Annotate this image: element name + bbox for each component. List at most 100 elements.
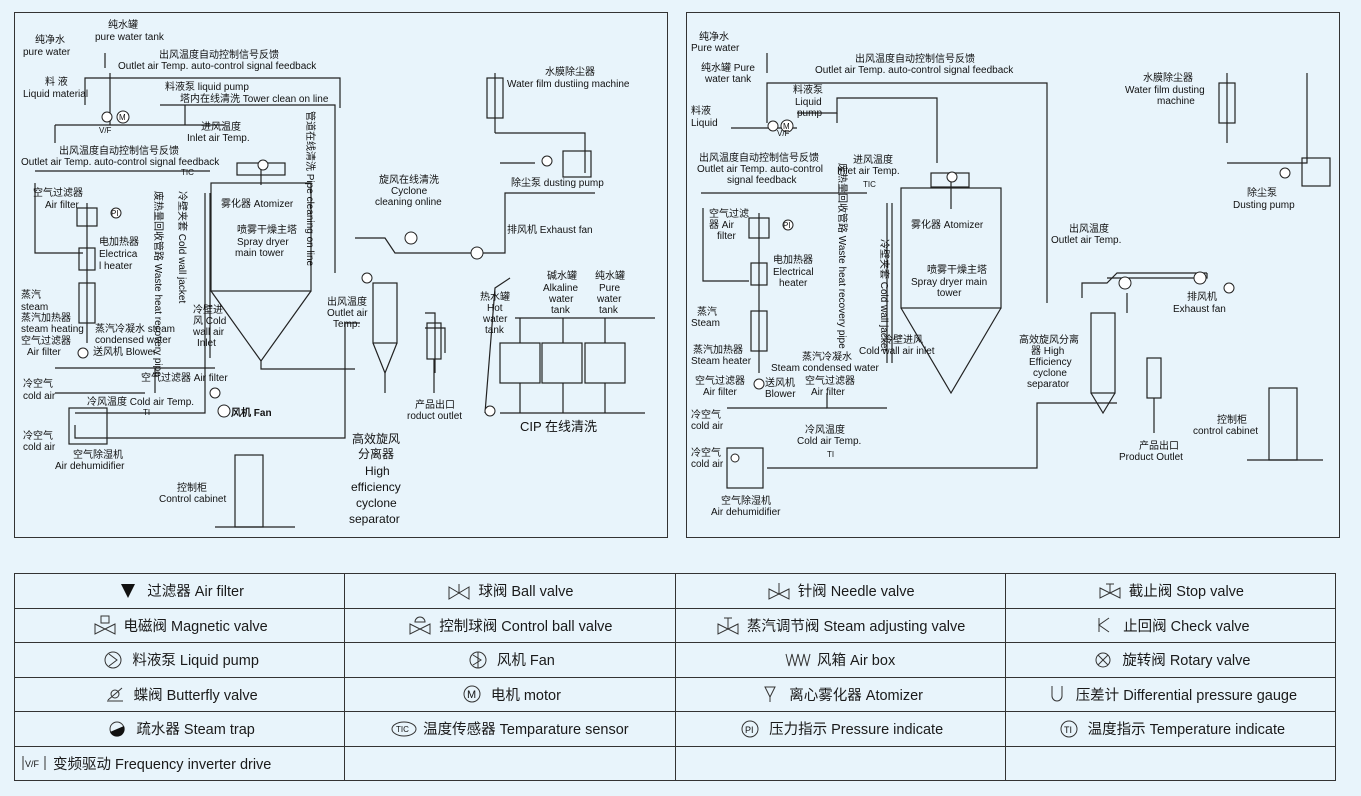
r-cold2-en: cold air bbox=[691, 459, 724, 470]
r-product-cn: 产品出口 bbox=[1139, 439, 1179, 452]
r-cyclone-en3: separator bbox=[1027, 379, 1070, 390]
steam-trap-icon bbox=[109, 721, 126, 737]
legend-label: 变频驱动 Frequency inverter drive bbox=[53, 756, 272, 773]
right-diagram-svg: 纯净水 Pure water 纯水罐 Pure water tank 料液 Li… bbox=[691, 30, 1331, 518]
r-tower-en2: tower bbox=[937, 288, 962, 299]
steam-en: steam bbox=[21, 302, 48, 313]
legend-liquid-pump: 料液泵 Liquid pump bbox=[13, 642, 346, 678]
r-atomizer-label: 雾化器 Atomizer bbox=[911, 218, 984, 231]
r-cold-inlet-en: Cold wall air inlet bbox=[859, 346, 935, 357]
cold-inlet-en2: Inlet bbox=[197, 338, 216, 349]
svg-text:M: M bbox=[467, 689, 476, 701]
dust-pump-label: 除尘泵 dusting pump bbox=[511, 176, 604, 189]
cold-temp-label: 冷风温度 Cold air Temp. bbox=[87, 395, 194, 408]
r-steam-heat-en: Steam heater bbox=[691, 356, 752, 367]
feedback1-en: Outlet air Temp. auto-control signal fee… bbox=[118, 61, 317, 72]
pressure-indicate-icon: PI bbox=[741, 720, 759, 738]
hot-en1: Hot bbox=[487, 303, 503, 314]
r-condensed-cn: 蒸汽冷凝水 bbox=[802, 350, 852, 363]
vf-tag: V/F bbox=[99, 126, 112, 135]
r-pure-water-cn: 纯净水 bbox=[699, 30, 729, 43]
check-valve-icon bbox=[1098, 617, 1110, 633]
r-filter2-en: Air filter bbox=[703, 387, 738, 398]
alk-en2: water bbox=[548, 294, 574, 305]
r-condensed-en: Steam condensed water bbox=[771, 363, 880, 374]
r-pump-en1: Liquid bbox=[795, 97, 822, 108]
pure-water-en: pure water bbox=[23, 47, 71, 58]
r-filter2-cn: 空气过滤器 bbox=[695, 374, 745, 387]
legend-steam-adjusting-valve: 蒸汽调节阀 Steam adjusting valve bbox=[674, 607, 1006, 643]
dehum-cn: 空气除湿机 bbox=[73, 448, 123, 461]
r-cyclone-cn2: 器 High bbox=[1031, 345, 1064, 357]
legend-label: 风机 Fan bbox=[496, 653, 555, 670]
svg-text:V/F: V/F bbox=[25, 759, 40, 769]
waste-heat-label: 废热量回收管路 Waste heat recovery pipe bbox=[152, 191, 165, 377]
cyclone-en1: High bbox=[365, 464, 390, 478]
r-inlet-cn: 进风温度 bbox=[853, 153, 893, 166]
left-process-diagram: 纯净水 pure water 纯水罐 pure water tank 料 液 L… bbox=[14, 12, 668, 538]
right-process-diagram: 纯净水 Pure water 纯水罐 Pure water tank 料液 Li… bbox=[686, 12, 1340, 538]
pure-tank-cn: 纯水罐 bbox=[108, 18, 138, 31]
legend-empty bbox=[1004, 745, 1337, 781]
cyclone-clean-cn: 旋风在线清洗 bbox=[379, 173, 439, 186]
r-inlet-en: Inlet air Temp. bbox=[837, 166, 900, 177]
r-liquid-en: Liquid bbox=[691, 118, 718, 129]
cip-label: CIP 在线清洗 bbox=[520, 419, 597, 434]
frequency-inverter-icon: V/F bbox=[22, 756, 46, 771]
r-film-en2: machine bbox=[1157, 96, 1195, 107]
cyclone-en3: cyclone bbox=[356, 496, 397, 510]
motor-icon: M bbox=[463, 685, 481, 703]
legend-label: 离心雾化器 Atomizer bbox=[789, 687, 923, 704]
alk-cn: 碱水罐 bbox=[547, 269, 577, 282]
r-pi-tag: PI bbox=[783, 221, 791, 230]
legend-rotary-valve: 旋转阀 Rotary valve bbox=[1004, 642, 1337, 678]
legend-label: 旋转阀 Rotary valve bbox=[1122, 653, 1251, 670]
filter2-en: Air filter bbox=[27, 347, 62, 358]
fan-icon bbox=[469, 651, 487, 669]
r-heater-en2: heater bbox=[779, 278, 808, 289]
left-diagram-svg: 纯净水 pure water 纯水罐 pure water tank 料 液 L… bbox=[21, 18, 655, 528]
r-feedback-en1: Outlet air Temp. auto-control bbox=[697, 164, 823, 175]
symbol-legend: 过滤器 Air filter 球阀 Ball valve 针阀 Needle v… bbox=[13, 573, 1337, 781]
needle-valve-icon bbox=[768, 582, 790, 600]
hot-cn: 热水罐 bbox=[480, 290, 510, 303]
r-filter-en: filter bbox=[717, 231, 737, 242]
condensed-label2: condensed water bbox=[95, 335, 172, 346]
blower-label: 送风机 Blower bbox=[93, 345, 157, 358]
inlet-temp-en: Inlet air Temp. bbox=[187, 133, 250, 144]
r-ti-tag: TI bbox=[827, 450, 834, 459]
legend-label: 针阀 Needle valve bbox=[797, 584, 915, 601]
legend-label: 电磁阀 Magnetic valve bbox=[123, 618, 268, 635]
tower-clean-label: 塔内在线清洗 Tower clean on line bbox=[180, 92, 329, 105]
r-filter3-cn: 空气过滤器 bbox=[805, 374, 855, 387]
r-pure-water-en: Pure water bbox=[691, 43, 740, 54]
legend-air-filter: 过滤器 Air filter bbox=[13, 573, 346, 609]
alk-en1: Alkaline bbox=[543, 283, 578, 294]
steam-heat-cn: 蒸汽加热器 bbox=[21, 311, 71, 324]
r-film-en1: Water film dusting bbox=[1125, 85, 1205, 96]
r-dehum-en: Air dehumidifier bbox=[711, 507, 781, 518]
svg-text:TI: TI bbox=[1064, 725, 1072, 735]
film-cn: 水膜除尘器 bbox=[545, 65, 595, 78]
r-cyclone-cn: 高效旋风分离 bbox=[1019, 333, 1079, 346]
legend-air-box: 风箱 Air box bbox=[674, 642, 1006, 678]
r-product-en: Product Outlet bbox=[1119, 452, 1183, 463]
r-filter-cn: 空气过滤 bbox=[709, 207, 749, 220]
legend-label: 过滤器 Air filter bbox=[147, 584, 244, 601]
legend-motor: M 电机 motor bbox=[344, 676, 676, 712]
legend-ball-valve: 球阀 Ball valve bbox=[344, 573, 676, 609]
legend-fan: 风机 Fan bbox=[344, 642, 676, 678]
r-motor-tag: M bbox=[783, 122, 790, 131]
legend-empty bbox=[674, 745, 1006, 781]
legend-label: 电机 motor bbox=[490, 687, 561, 704]
legend-label: 截止阀 Stop valve bbox=[1128, 584, 1244, 601]
legend-label: 疏水器 Steam trap bbox=[136, 722, 255, 739]
outlet-cn: 出风温度 bbox=[327, 295, 367, 308]
pure-water-cn: 纯净水 bbox=[35, 33, 65, 46]
r-feedback-top-en: Outlet air Temp. auto-control signal fee… bbox=[815, 65, 1014, 76]
legend-label: 料液泵 Liquid pump bbox=[132, 653, 259, 670]
r-cabinet-en: control cabinet bbox=[1193, 426, 1258, 437]
r-blower-cn: 送风机 bbox=[765, 376, 795, 389]
